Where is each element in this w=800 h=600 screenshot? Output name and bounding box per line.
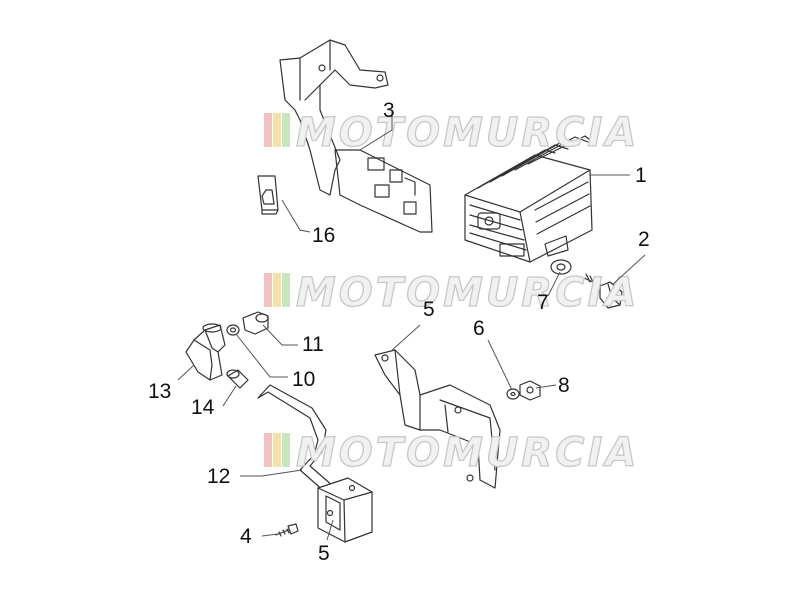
regulator-screw (583, 273, 623, 309)
watermark-text: MOTOMURCIA (296, 270, 639, 316)
callout-5-bracket: 5 (423, 298, 435, 321)
voltage-regulator (464, 135, 593, 263)
seal (226, 324, 240, 336)
nut (519, 380, 541, 401)
callout-14: 14 (191, 396, 215, 419)
connector-cap (317, 477, 373, 543)
callout-10: 10 (292, 368, 315, 391)
regulator-washer (550, 259, 572, 275)
callout-11: 11 (302, 333, 324, 356)
cap-terminal (226, 369, 249, 389)
washer (506, 388, 520, 400)
elbow-connector (185, 323, 226, 381)
watermark-middle: MOTOMURCIA (264, 269, 639, 317)
callout-13: 13 (148, 380, 171, 403)
clip-nut (257, 175, 279, 215)
watermark-text: MOTOMURCIA (296, 110, 639, 156)
callout-3: 3 (383, 99, 395, 122)
callout-4: 4 (240, 525, 252, 548)
callout-7: 7 (537, 291, 549, 314)
callout-5: 5 (318, 542, 330, 565)
small-screw (275, 523, 299, 537)
callout-labels: 1 2 3 4 5 6 7 8 10 11 12 13 14 16 5 (148, 99, 650, 565)
callout-2: 2 (638, 228, 650, 251)
lower-bracket (374, 349, 501, 489)
callout-12: 12 (207, 465, 230, 488)
watermark-top: MOTOMURCIA (264, 109, 639, 157)
callout-6: 6 (473, 317, 485, 340)
leader-lines (177, 112, 646, 541)
watermark-text: MOTOMURCIA (296, 430, 639, 476)
connector-body (242, 311, 269, 335)
callout-1: 1 (635, 164, 647, 187)
callout-16: 16 (312, 224, 335, 247)
watermark-bottom: MOTOMURCIA (264, 429, 639, 477)
regulator-bracket (279, 39, 433, 233)
callout-8: 8 (558, 374, 570, 397)
